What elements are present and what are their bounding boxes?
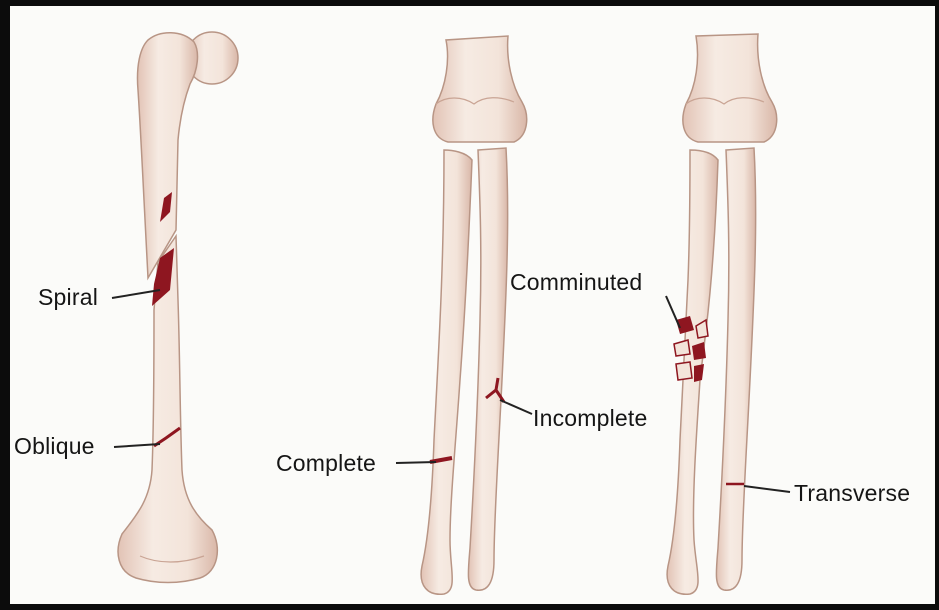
forearm-bones-right [667, 34, 777, 594]
middle-ulna [468, 148, 507, 590]
label-complete: Complete [276, 450, 376, 477]
right-proximal-joint [683, 34, 777, 142]
middle-radius [421, 150, 472, 594]
middle-proximal-joint [433, 36, 527, 142]
forearm-bones-middle [421, 36, 527, 594]
incomplete-leader-line [500, 400, 532, 414]
spiral-leader-line [112, 290, 160, 298]
label-transverse: Transverse [794, 480, 910, 507]
label-comminuted: Comminuted [510, 269, 642, 296]
label-oblique: Oblique [14, 433, 95, 460]
femur-bone [118, 32, 238, 583]
comminuted-leader-line [666, 296, 680, 328]
transverse-leader-line [744, 486, 790, 492]
complete-leader-line [396, 462, 436, 463]
femur-upper-fragment [137, 33, 197, 278]
label-incomplete: Incomplete [533, 405, 648, 432]
right-radius [667, 150, 718, 594]
right-ulna [716, 148, 755, 590]
label-spiral: Spiral [38, 284, 98, 311]
